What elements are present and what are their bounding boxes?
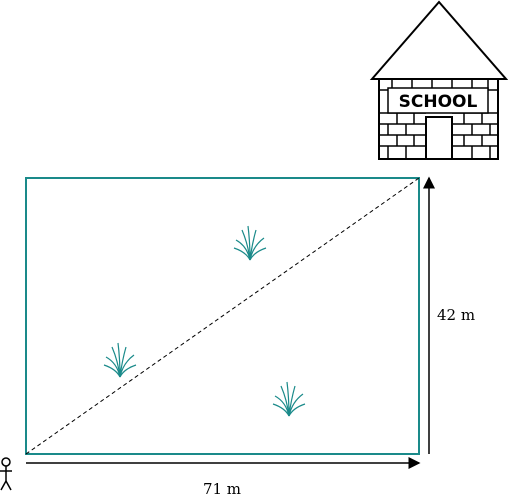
height-label: 42 m (437, 306, 475, 324)
school-sign-label: SCHOOL (399, 92, 478, 112)
grass-tuft-icon (233, 225, 267, 261)
diagonal-path (25, 177, 420, 455)
person-icon (0, 457, 12, 491)
grass-tuft-icon (272, 381, 306, 417)
school-building-icon (369, 0, 508, 160)
width-label: 71 m (203, 480, 241, 498)
field-rectangle (25, 177, 420, 455)
grass-tuft-icon (103, 342, 137, 378)
